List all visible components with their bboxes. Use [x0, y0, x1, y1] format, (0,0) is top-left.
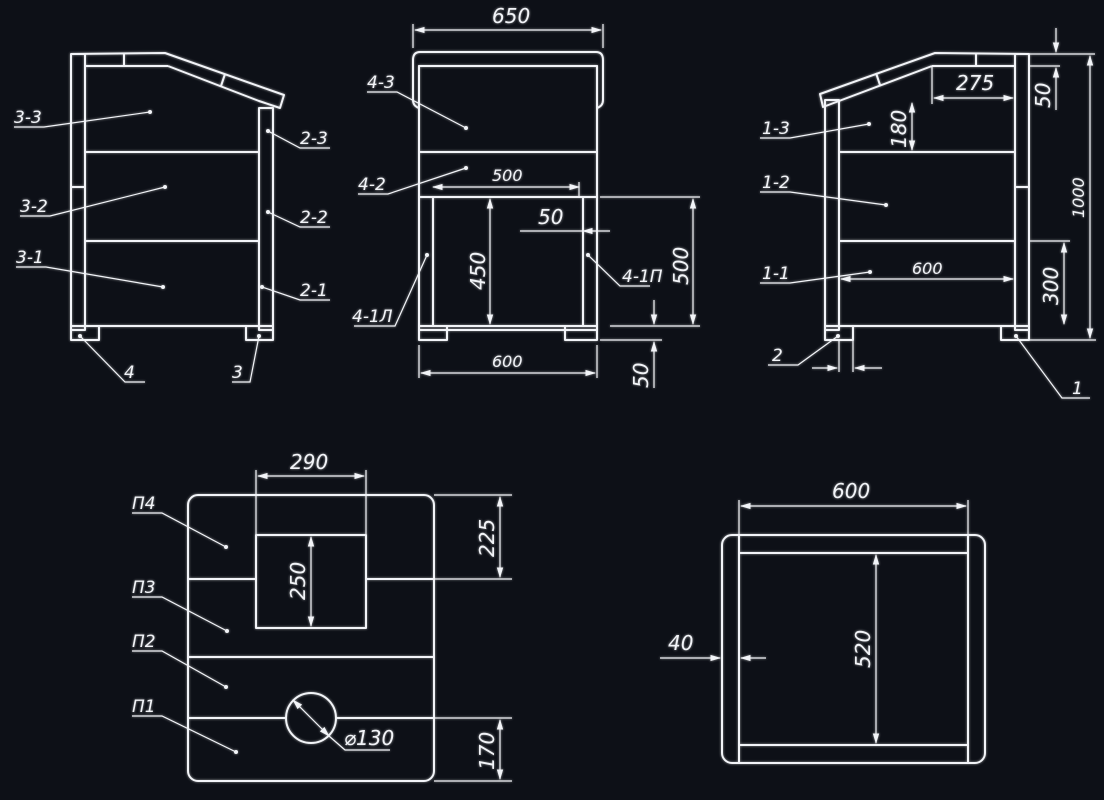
front-view-right-foot: [564, 325, 598, 341]
dim-600-base: 600: [492, 352, 523, 371]
dim-500-height: 500: [669, 247, 693, 285]
front-view-top-slab: [412, 51, 604, 109]
label-4-1L: 4-1Л: [352, 307, 393, 327]
right-side-view: 1-3 1-2 1-1 2 1 275 50 180 600 300 1000: [760, 28, 1096, 399]
left-view-sloped-lid: [70, 52, 285, 109]
left-view-back-post: [70, 53, 86, 331]
frame-outline: [721, 534, 986, 764]
label-P2: П2: [132, 632, 156, 652]
left-view-foot-3: [245, 325, 274, 341]
label-P3: П3: [132, 578, 156, 598]
dim-600-width: 600: [912, 259, 943, 278]
front-view-opening: [432, 196, 584, 327]
dim-520: 520: [851, 630, 875, 668]
right-view-front-post: [824, 99, 840, 331]
plate-round-hole: [285, 692, 337, 744]
dim-1000: 1000: [1069, 177, 1088, 218]
front-view: 4-3 4-2 4-1Л 4-1П 650 500 50 450 500 600: [352, 4, 700, 388]
label-3: 3: [232, 363, 243, 383]
label-2-1: 2-1: [300, 281, 328, 301]
dim-650: 650: [492, 4, 530, 28]
dim-275: 275: [956, 71, 994, 95]
plate-outline: [187, 494, 435, 782]
plate-view: П4 П3 П2 П1 290 250 225 ⌀130 170: [132, 450, 512, 782]
label-4-2: 4-2: [358, 175, 386, 195]
frame-view: 600 520 40: [660, 479, 986, 764]
left-view-foot-4: [70, 325, 100, 341]
dim-50-leg: 50: [629, 363, 653, 388]
plate-square-hole: [255, 534, 367, 629]
dim-290: 290: [290, 450, 328, 474]
label-3-2: 3-2: [20, 197, 48, 217]
dim-225: 225: [475, 519, 499, 557]
label-2-3: 2-3: [300, 129, 328, 149]
label-1-3: 1-3: [762, 119, 790, 139]
dim-50-gap: 50: [538, 205, 563, 229]
dim-180: 180: [887, 110, 911, 148]
label-3-1: 3-1: [16, 248, 44, 268]
label-2: 2: [772, 346, 783, 366]
dim-50-top: 50: [1031, 83, 1055, 108]
label-3-3: 3-3: [14, 108, 42, 128]
dim-40: 40: [668, 631, 693, 655]
dim-300: 300: [1039, 267, 1063, 305]
label-4-3: 4-3: [367, 73, 395, 93]
dim-600-frame: 600: [832, 479, 870, 503]
right-view-sloped-lid: [819, 52, 1030, 108]
label-P4: П4: [132, 494, 156, 514]
label-1-2: 1-2: [762, 173, 790, 193]
dim-450: 450: [466, 252, 490, 290]
label-P1: П1: [132, 697, 156, 717]
label-1: 1: [1072, 379, 1083, 399]
left-side-view: 3-3 3-2 3-1 2-3 2-2 2-1 4 3: [14, 52, 330, 383]
left-view-front-post: [258, 107, 274, 331]
right-view-foot-1: [1000, 325, 1030, 341]
front-view-left-foot: [418, 325, 448, 341]
dim-170: 170: [475, 732, 499, 770]
label-4: 4: [124, 363, 135, 383]
dim-250: 250: [286, 562, 310, 600]
dim-diameter-130: ⌀130: [344, 726, 394, 750]
label-1-1: 1-1: [762, 264, 790, 284]
right-view-back-post: [1014, 53, 1030, 331]
label-4-1P: 4-1П: [622, 267, 663, 287]
dim-500-width: 500: [492, 166, 523, 185]
label-2-2: 2-2: [300, 208, 328, 228]
